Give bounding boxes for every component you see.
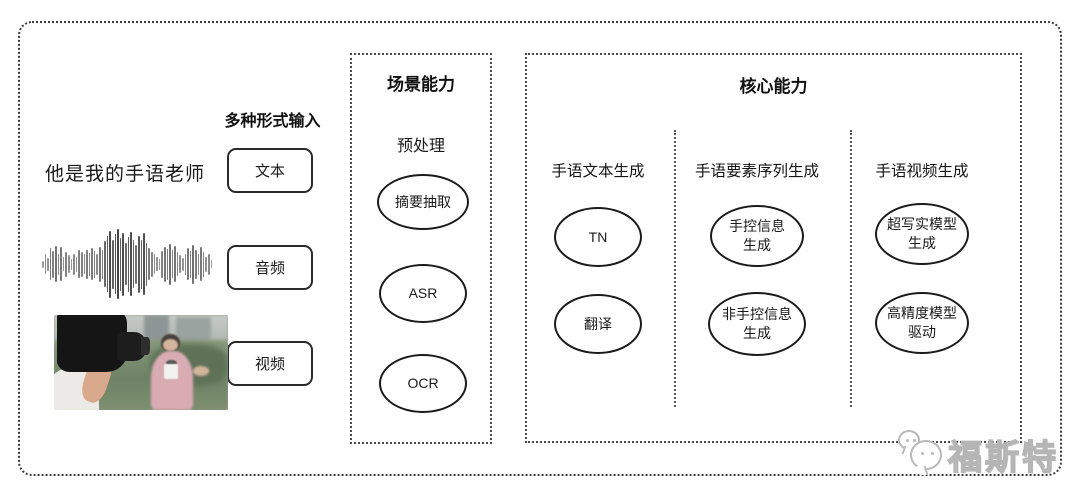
scene-capability-box: 场景能力 预处理 摘要抽取 ASR OCR	[350, 53, 492, 444]
input-section-title: 多种形式输入	[224, 113, 321, 130]
node-manual-info-generation: 手控信息 生成	[710, 205, 804, 267]
photo-mic-flag	[164, 364, 179, 379]
node-ocr: OCR	[379, 354, 467, 413]
node-hyperrealistic-model-generation: 超写实模型 生成	[875, 203, 969, 265]
chat-bubble-big	[910, 440, 942, 470]
column-header-element-sequence-generation: 手语要素序列生成	[694, 163, 819, 180]
column-divider	[850, 130, 852, 407]
column-divider	[674, 130, 676, 407]
sample-sentence-text: 他是我的手语老师	[45, 164, 206, 185]
audio-waveform	[42, 228, 213, 300]
input-type-label-video: 视频	[254, 356, 285, 373]
column-header-text-generation: 手语文本生成	[551, 163, 645, 180]
watermark: 福斯特	[896, 428, 1059, 480]
core-capability-title: 核心能力	[739, 77, 808, 96]
photo-camera-lens	[141, 336, 150, 355]
input-type-box-video: 视频	[227, 341, 313, 386]
node-high-precision-model-driving: 高精度模型 驱动	[875, 292, 969, 354]
preprocessing-label: 预处理	[396, 138, 445, 155]
photo-reporter-hand	[193, 366, 209, 376]
node-asr: ASR	[379, 264, 467, 323]
node-translation: 翻译	[554, 294, 642, 354]
node-tn: TN	[554, 207, 642, 267]
scene-capability-title: 场景能力	[387, 75, 455, 94]
column-header-video-generation: 手语视频生成	[875, 163, 969, 180]
node-summary-extraction: 摘要抽取	[377, 174, 469, 230]
bubble-eye	[906, 439, 909, 442]
input-type-box-text: 文本	[227, 148, 313, 193]
bubble-eye	[931, 452, 934, 455]
photo-microphone	[166, 359, 177, 367]
input-type-label-audio: 音频	[254, 260, 285, 277]
photo-reporter-face	[162, 338, 179, 352]
chat-bubbles-icon	[896, 428, 948, 480]
bubble-eye	[913, 439, 916, 442]
watermark-text: 福斯特	[947, 438, 1059, 477]
core-capability-box: 核心能力 手语文本生成 手语要素序列生成 手语视频生成 TN 翻译 手控信息 生…	[525, 53, 1022, 443]
video-thumbnail-photo	[54, 315, 228, 410]
photo-building	[175, 316, 211, 342]
bubble-eye	[921, 452, 924, 455]
input-type-label-text: 文本	[254, 163, 285, 180]
photo-camera-body	[57, 315, 128, 372]
input-type-box-audio: 音频	[227, 245, 313, 290]
outer-dotted-frame	[18, 21, 1062, 476]
node-non-manual-info-generation: 非手控信息 生成	[708, 292, 806, 356]
